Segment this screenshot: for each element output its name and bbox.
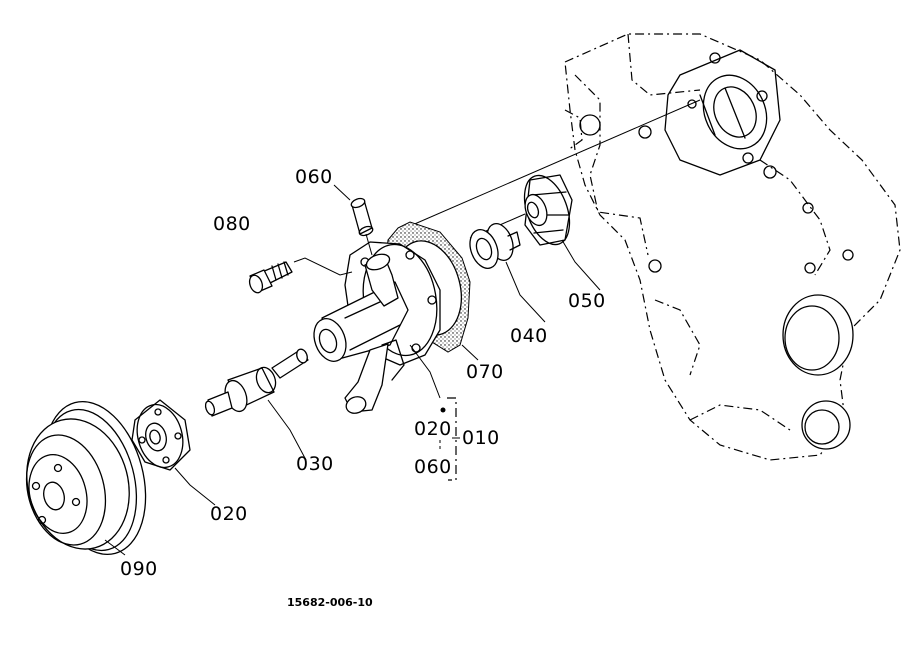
callout-010-assembly: 010: [462, 427, 500, 449]
callout-060-group: 060: [414, 456, 452, 478]
callout-020-group: 020: [414, 418, 452, 440]
callout-070-gasket: 070: [466, 361, 504, 383]
callout-030-shaft: 030: [296, 453, 334, 475]
figure-number: 15682-006-10: [287, 596, 373, 609]
shaft-bearing: [204, 348, 309, 417]
water-pump-body: [313, 241, 441, 414]
leader-lines: [104, 184, 601, 556]
callout-080-bolt: 080: [213, 213, 251, 235]
engine-gear-case: [564, 33, 901, 461]
callout-020-hub: 020: [210, 503, 248, 525]
mounting-bolt: [248, 257, 353, 294]
callout-050-impeller: 050: [568, 290, 606, 312]
callout-040-seal: 040: [510, 325, 548, 347]
bypass-fitting: [350, 197, 374, 256]
pulley-flange-hub: [131, 399, 191, 471]
impeller: [523, 174, 573, 246]
fan-pulley: [25, 400, 147, 556]
callout-090-pulley: 090: [120, 558, 158, 580]
callout-060-fitting: 060: [295, 166, 333, 188]
assembly-axis-line: [409, 99, 701, 227]
mechanical-seal: [469, 223, 521, 269]
